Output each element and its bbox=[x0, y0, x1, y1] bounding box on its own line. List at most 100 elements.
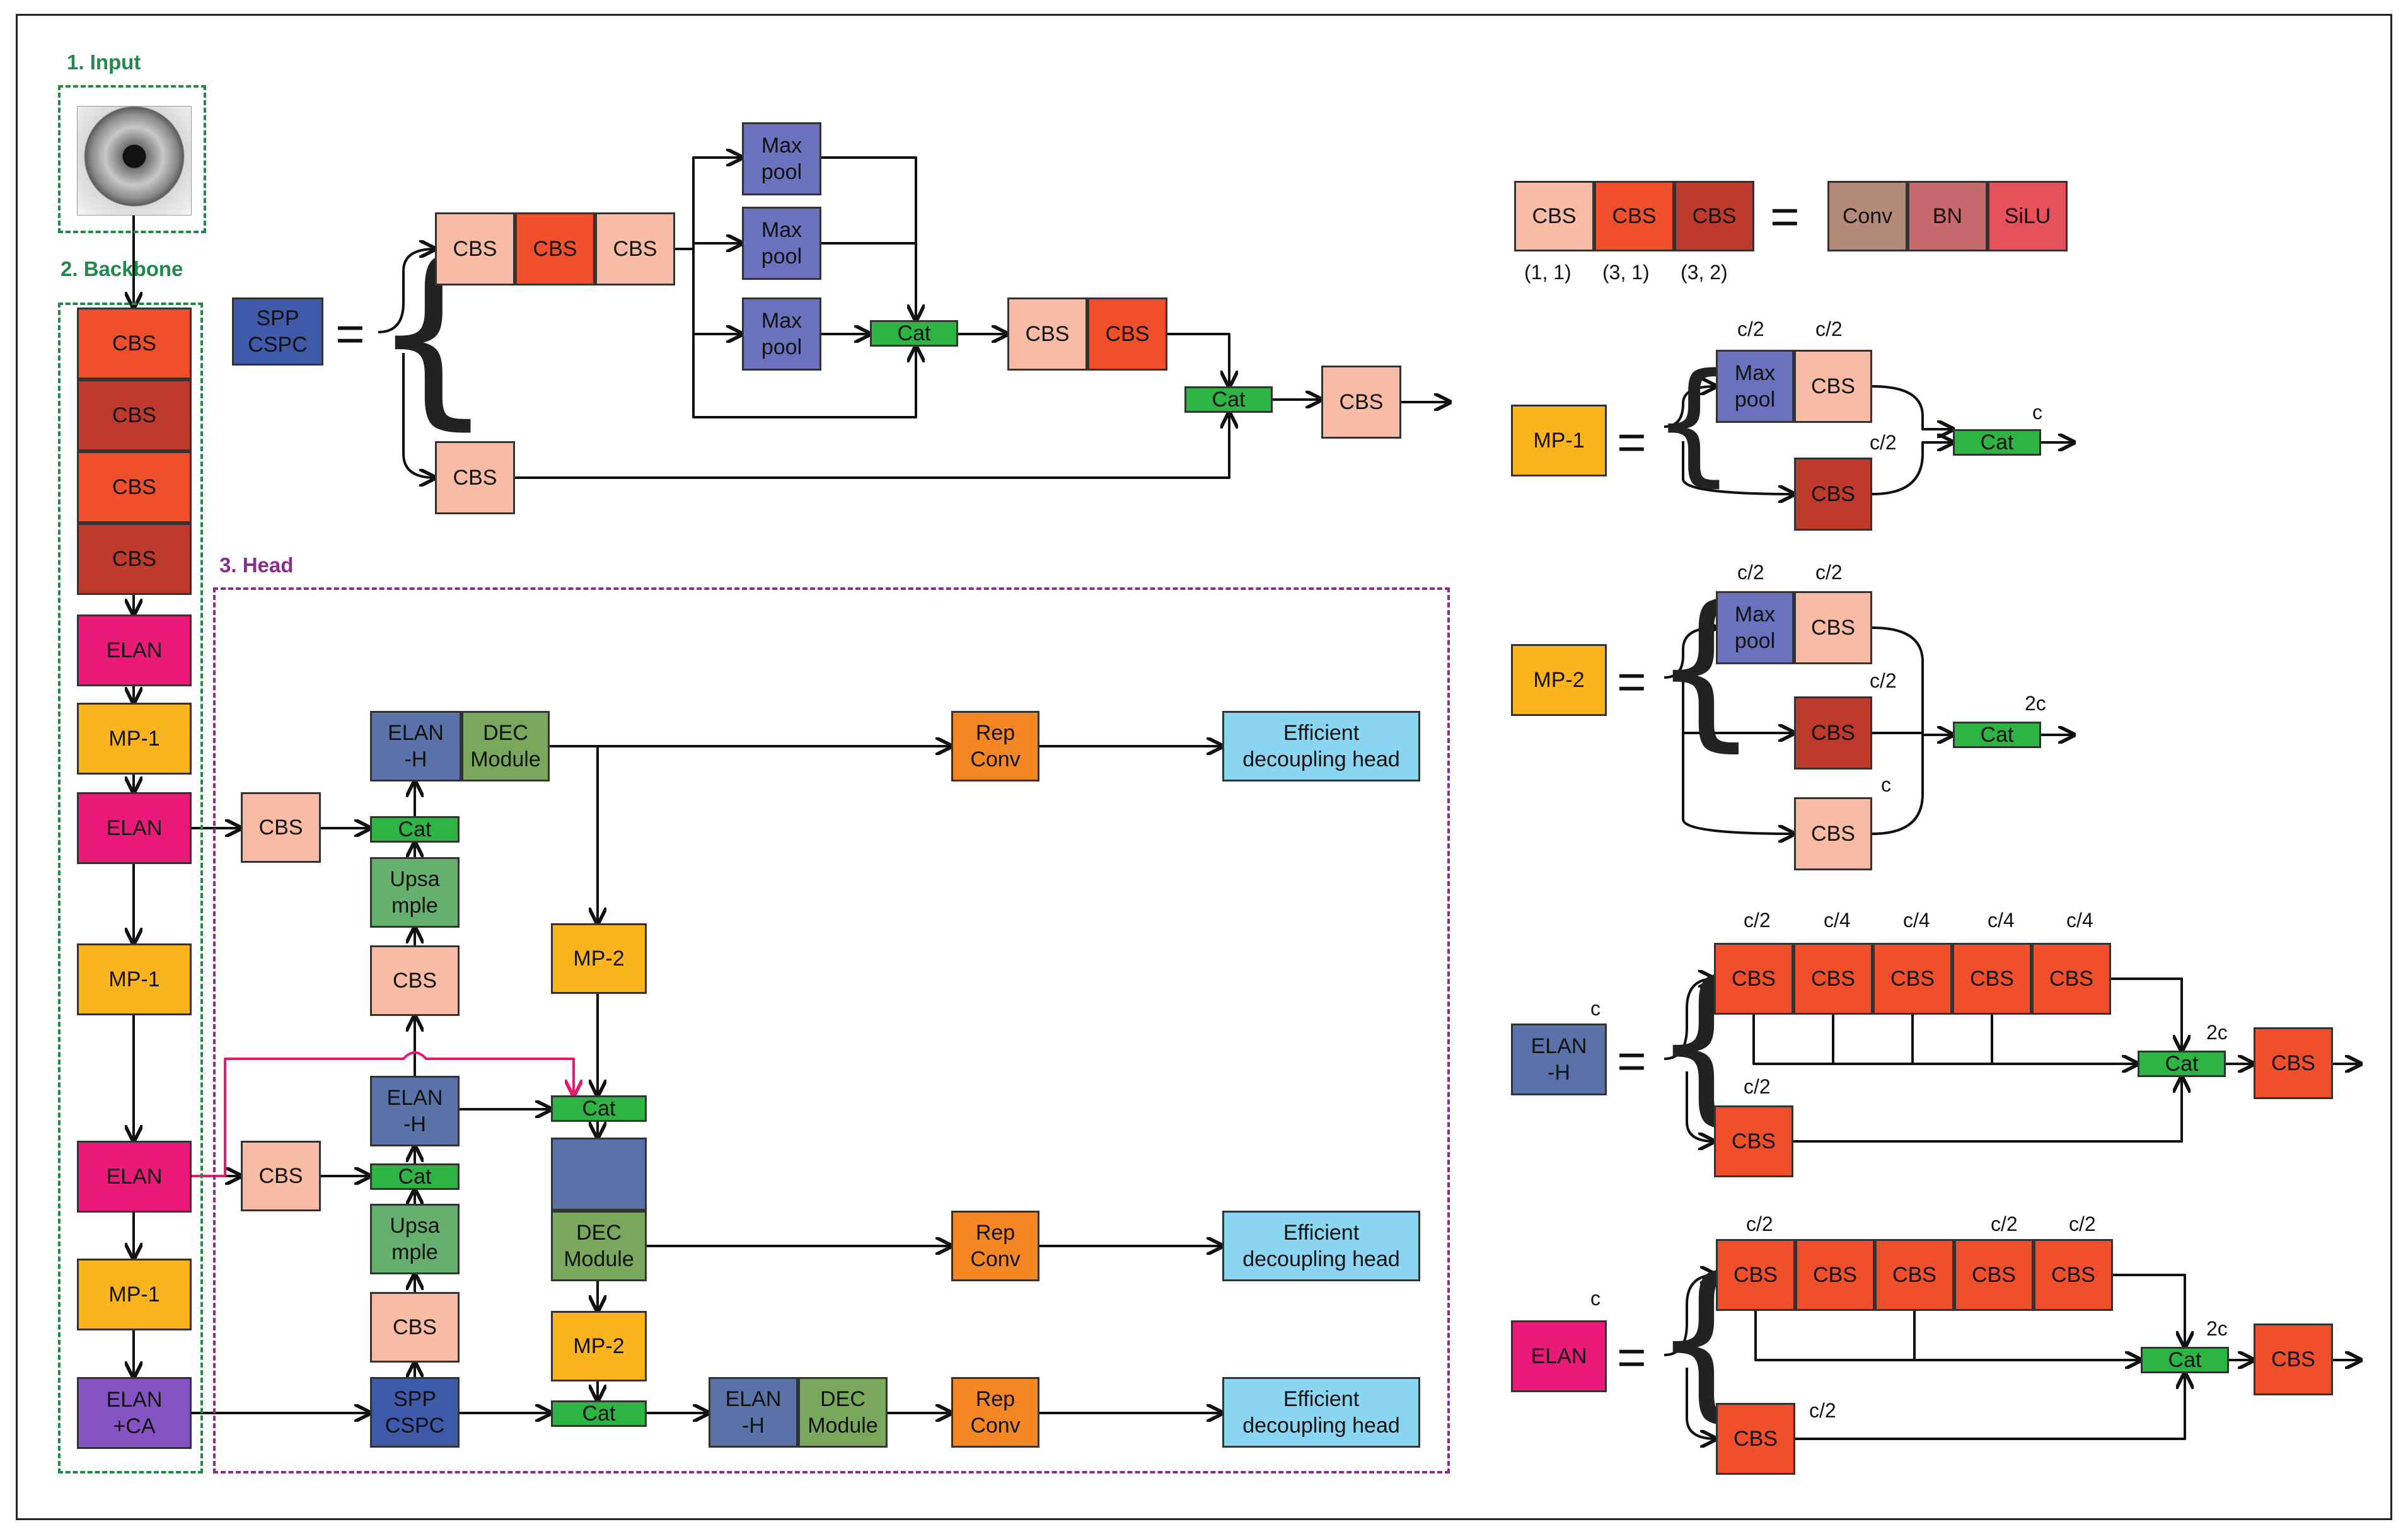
spp-maxpool-3: Max pool bbox=[742, 297, 821, 371]
mp2-2c: 2c bbox=[2025, 692, 2046, 715]
backbone-elan-2: ELAN bbox=[77, 792, 192, 864]
mp1-c: c bbox=[2032, 401, 2042, 424]
elan-cat: Cat bbox=[2141, 1347, 2229, 1373]
cbs-param-2: (3, 1) bbox=[1602, 261, 1650, 284]
head-cat-2: Cat bbox=[551, 1095, 647, 1122]
mp2-c-a: c bbox=[1881, 773, 1891, 796]
elan-cbs-low: CBS bbox=[1716, 1403, 1795, 1475]
head-spp-cspc: SPP CSPC bbox=[370, 1377, 460, 1448]
elan-c2-a: c/2 bbox=[1746, 1213, 1773, 1235]
mp2-c2-a: c/2 bbox=[1737, 561, 1764, 584]
head-upsample-2: Upsa mple bbox=[370, 1204, 460, 1274]
legend-elan-eq: = bbox=[1617, 1329, 1647, 1385]
spp-cbs-f: CBS bbox=[1321, 366, 1401, 439]
backbone-mp1-3: MP-1 bbox=[77, 1259, 192, 1330]
spp-cbs-b: CBS bbox=[515, 212, 595, 285]
head-eff-1: Efficient decoupling head bbox=[1222, 711, 1420, 781]
head-rep-1: Rep Conv bbox=[951, 711, 1039, 781]
legend-elan-c: c bbox=[1590, 1287, 1601, 1310]
head-cat-1: Cat bbox=[370, 816, 460, 843]
mp2-cbs-bottom: CBS bbox=[1794, 797, 1872, 870]
elanh-cbs-5: CBS bbox=[2032, 943, 2111, 1015]
legend-cbs-eq: = bbox=[1770, 188, 1800, 245]
backbone-section-box bbox=[58, 303, 203, 1473]
head-dec-2: DEC Module bbox=[551, 1211, 647, 1281]
elan-cbs-1: CBS bbox=[1716, 1239, 1795, 1311]
elanh-cbs-4: CBS bbox=[1952, 943, 2032, 1015]
legend-elan: ELAN bbox=[1511, 1320, 1607, 1392]
mp1-cat: Cat bbox=[1953, 429, 2041, 456]
mp1-cbs-bottom: CBS bbox=[1794, 458, 1872, 531]
elanh-2c: 2c bbox=[2206, 1021, 2228, 1044]
elan-c2-d: c/2 bbox=[1809, 1399, 1836, 1422]
mp2-cat: Cat bbox=[1953, 722, 2041, 748]
mp1-maxpool: Max pool bbox=[1716, 350, 1794, 423]
elanh-c4-c: c/4 bbox=[1988, 909, 2015, 931]
elanh-cbs-out: CBS bbox=[2254, 1027, 2333, 1099]
backbone-cbs-1: CBS bbox=[77, 308, 192, 379]
input-label: 1. Input bbox=[67, 50, 141, 74]
head-elan-h-3 bbox=[551, 1138, 647, 1211]
elanh-cbs-low: CBS bbox=[1714, 1105, 1793, 1177]
head-eff-3: Efficient decoupling head bbox=[1222, 1377, 1420, 1448]
mp2-maxpool: Max pool bbox=[1716, 591, 1794, 664]
mp2-c2-b: c/2 bbox=[1815, 561, 1843, 584]
head-elan-h-2: ELAN -H bbox=[370, 1076, 460, 1146]
head-cbs-3: CBS bbox=[241, 1141, 321, 1211]
mp1-c2-c: c/2 bbox=[1870, 431, 1897, 454]
legend-mp2: MP-2 bbox=[1511, 644, 1607, 716]
elanh-cbs-1: CBS bbox=[1714, 943, 1793, 1015]
legend-mp1-eq: = bbox=[1617, 414, 1647, 470]
input-image bbox=[77, 106, 192, 216]
elan-cbs-3: CBS bbox=[1875, 1239, 1954, 1311]
backbone-cbs-2: CBS bbox=[77, 379, 192, 451]
legend-mp1: MP-1 bbox=[1511, 405, 1607, 476]
legend-cbs-2: CBS bbox=[1594, 181, 1674, 251]
spp-cbs-d: CBS bbox=[1007, 297, 1087, 371]
spp-cat-2: Cat bbox=[1184, 386, 1273, 413]
spp-cspc-def: SPP CSPC bbox=[232, 297, 323, 366]
legend-elan-h: ELAN -H bbox=[1511, 1024, 1607, 1095]
legend-elan-h-c: c bbox=[1590, 997, 1601, 1020]
cbs-param-1: (1, 1) bbox=[1524, 261, 1572, 284]
spp-cbs-g: CBS bbox=[435, 441, 515, 514]
mp2-c2-c: c/2 bbox=[1870, 669, 1897, 692]
backbone-elan-1: ELAN bbox=[77, 614, 192, 686]
backbone-cbs-3: CBS bbox=[77, 451, 192, 523]
head-cbs-4: CBS bbox=[370, 1292, 460, 1363]
elanh-c4-a: c/4 bbox=[1824, 909, 1851, 931]
input-section-box bbox=[58, 85, 206, 233]
diagram-frame bbox=[16, 14, 2392, 1520]
backbone-elan-ca: ELAN +CA bbox=[77, 1377, 192, 1449]
head-cbs-1: CBS bbox=[241, 792, 321, 863]
legend-cbs-1: CBS bbox=[1514, 181, 1594, 251]
elan-2c: 2c bbox=[2206, 1317, 2228, 1340]
legend-cbs-3: CBS bbox=[1674, 181, 1754, 251]
mp1-cbs-top: CBS bbox=[1794, 350, 1872, 423]
head-cat-4: Cat bbox=[551, 1400, 647, 1427]
mp1-c2-a: c/2 bbox=[1737, 318, 1764, 340]
head-rep-3: Rep Conv bbox=[951, 1377, 1039, 1448]
spp-maxpool-2: Max pool bbox=[742, 207, 821, 280]
elanh-c2-a: c/2 bbox=[1744, 909, 1771, 931]
head-rep-2: Rep Conv bbox=[951, 1211, 1039, 1281]
head-cbs-2: CBS bbox=[370, 945, 460, 1016]
elanh-cat: Cat bbox=[2138, 1051, 2226, 1077]
head-mp2-2: MP-2 bbox=[551, 1311, 647, 1381]
backbone-label: 2. Backbone bbox=[61, 257, 183, 280]
mp1-c2-b: c/2 bbox=[1815, 318, 1843, 340]
elan-cbs-5: CBS bbox=[2034, 1239, 2113, 1311]
elanh-cbs-2: CBS bbox=[1793, 943, 1873, 1015]
elan-c2-b: c/2 bbox=[1991, 1213, 2018, 1235]
mp2-cbs-mid: CBS bbox=[1794, 696, 1872, 770]
head-label: 3. Head bbox=[219, 553, 294, 577]
elanh-c4-b: c/4 bbox=[1903, 909, 1930, 931]
backbone-mp1-1: MP-1 bbox=[77, 703, 192, 775]
head-cat-3: Cat bbox=[370, 1163, 460, 1190]
spp-cbs-c: CBS bbox=[595, 212, 675, 285]
backbone-cbs-4: CBS bbox=[77, 523, 192, 595]
legend-bn: BN bbox=[1907, 181, 1988, 251]
elan-c2-c: c/2 bbox=[2069, 1213, 2096, 1235]
head-eff-2: Efficient decoupling head bbox=[1222, 1211, 1420, 1281]
